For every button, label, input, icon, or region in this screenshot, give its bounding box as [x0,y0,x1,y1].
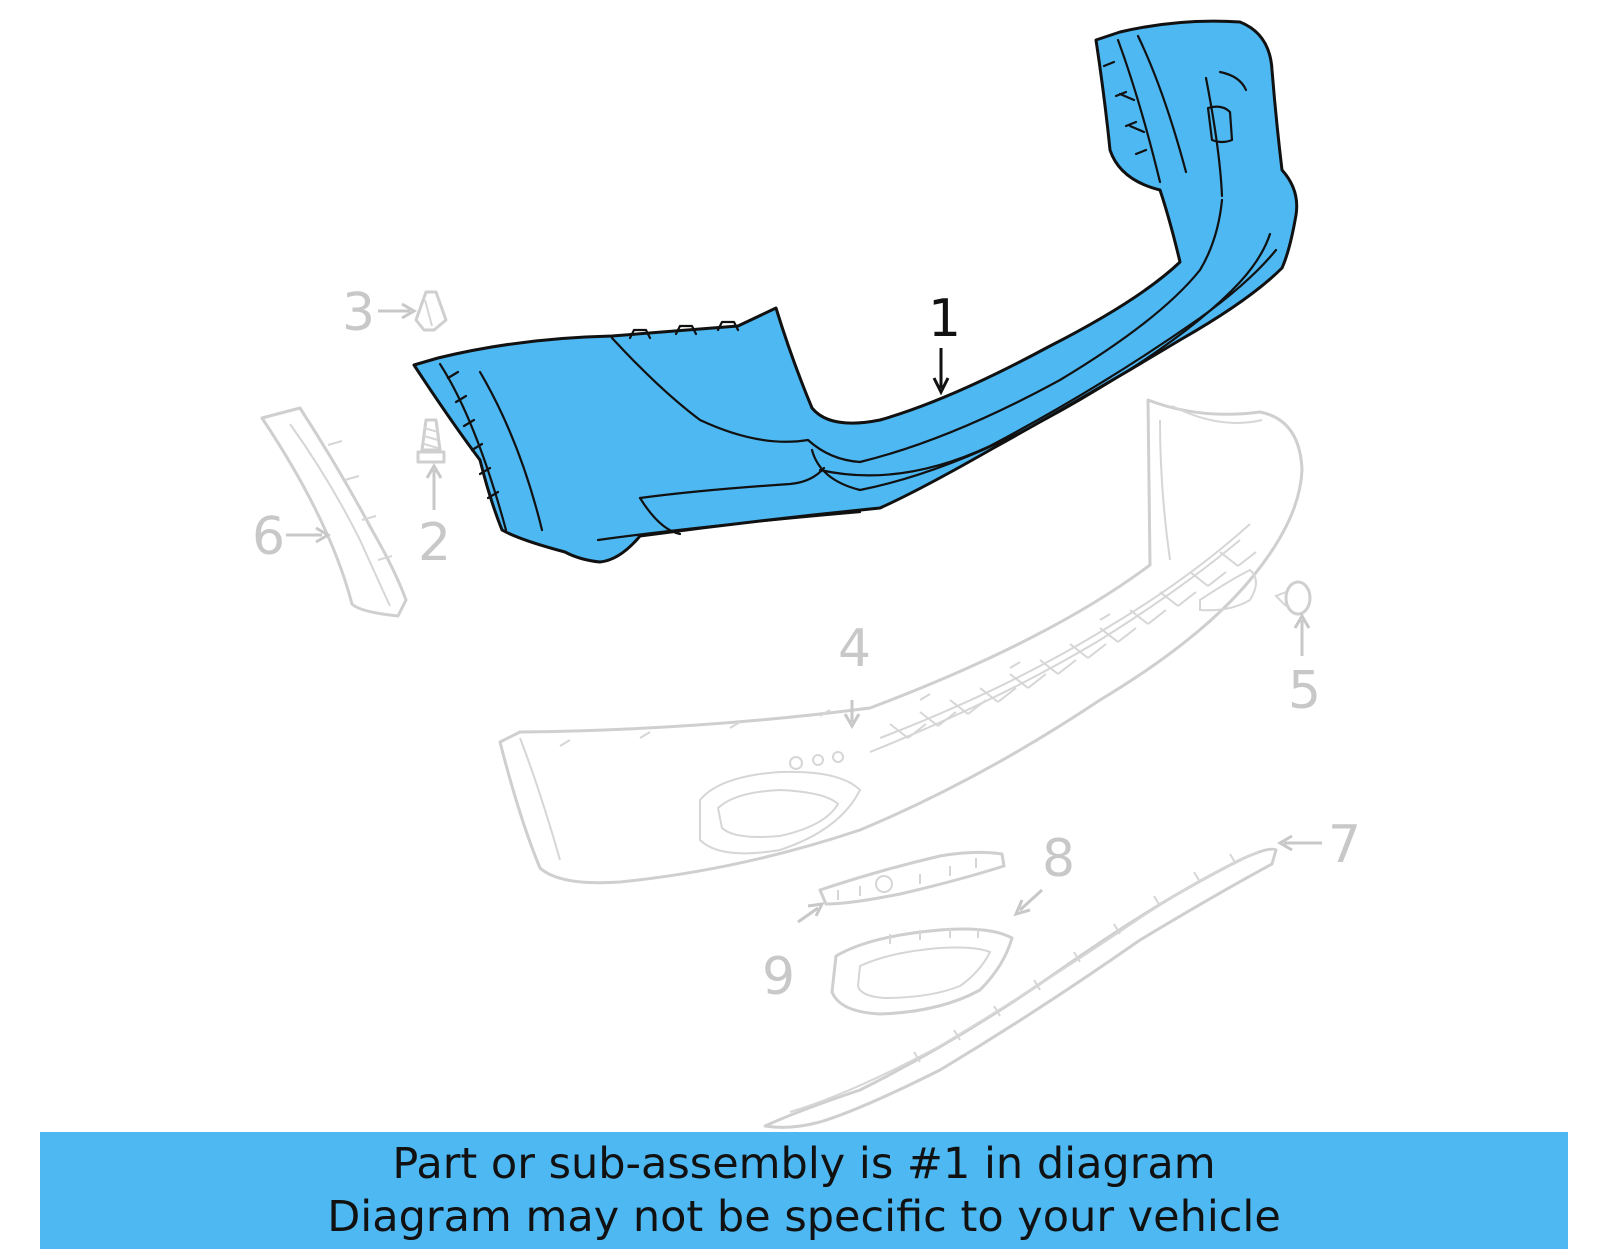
callout-8: 8 [1042,829,1075,889]
part-1-rear-bumper-cover[interactable] [412,19,1299,564]
leader-5-arrowhead [1293,613,1311,629]
leader-4-arrowhead [843,713,861,729]
part-5-grommet [1274,580,1312,616]
leader-9 [797,906,819,924]
callout-3: 3 [342,283,375,343]
part-8-exhaust-finisher [830,927,1014,1016]
leader-7-arrowhead [1277,834,1293,852]
leader-1-arrowhead [932,377,950,396]
leader-9-arrowhead [807,902,825,917]
part-2-screw [416,418,446,464]
part-7-lower-molding [763,847,1278,1129]
notice-banner: Part or sub-assembly is #1 in diagram Di… [40,1132,1568,1249]
callout-4: 4 [838,619,871,679]
banner-line-1: Part or sub-assembly is #1 in diagram [392,1138,1216,1189]
leader-8 [1018,888,1044,912]
callout-7: 7 [1328,815,1361,875]
leader-6-arrowhead [315,526,331,544]
callout-2: 2 [418,513,451,573]
part-3-clip [414,290,448,332]
banner-line-2: Diagram may not be specific to your vehi… [327,1191,1281,1242]
callout-5: 5 [1288,661,1321,721]
parts-diagram: 1 2 3 4 5 6 7 8 9 [252,19,1361,1129]
leader-8-arrowhead [1013,899,1031,917]
part-9-reflector-trim [818,850,1006,906]
leader-3-arrowhead [401,302,417,320]
callout-9: 9 [762,947,795,1007]
leader-2-arrowhead [425,463,443,479]
callout-1: 1 [928,289,961,349]
leader-lines [286,302,1322,924]
part-6-side-bracket [260,406,408,618]
part-4-lower-bumper [498,398,1304,885]
callout-6: 6 [252,507,285,567]
callout-labels: 1 2 3 4 5 6 7 8 9 [252,283,1361,1007]
